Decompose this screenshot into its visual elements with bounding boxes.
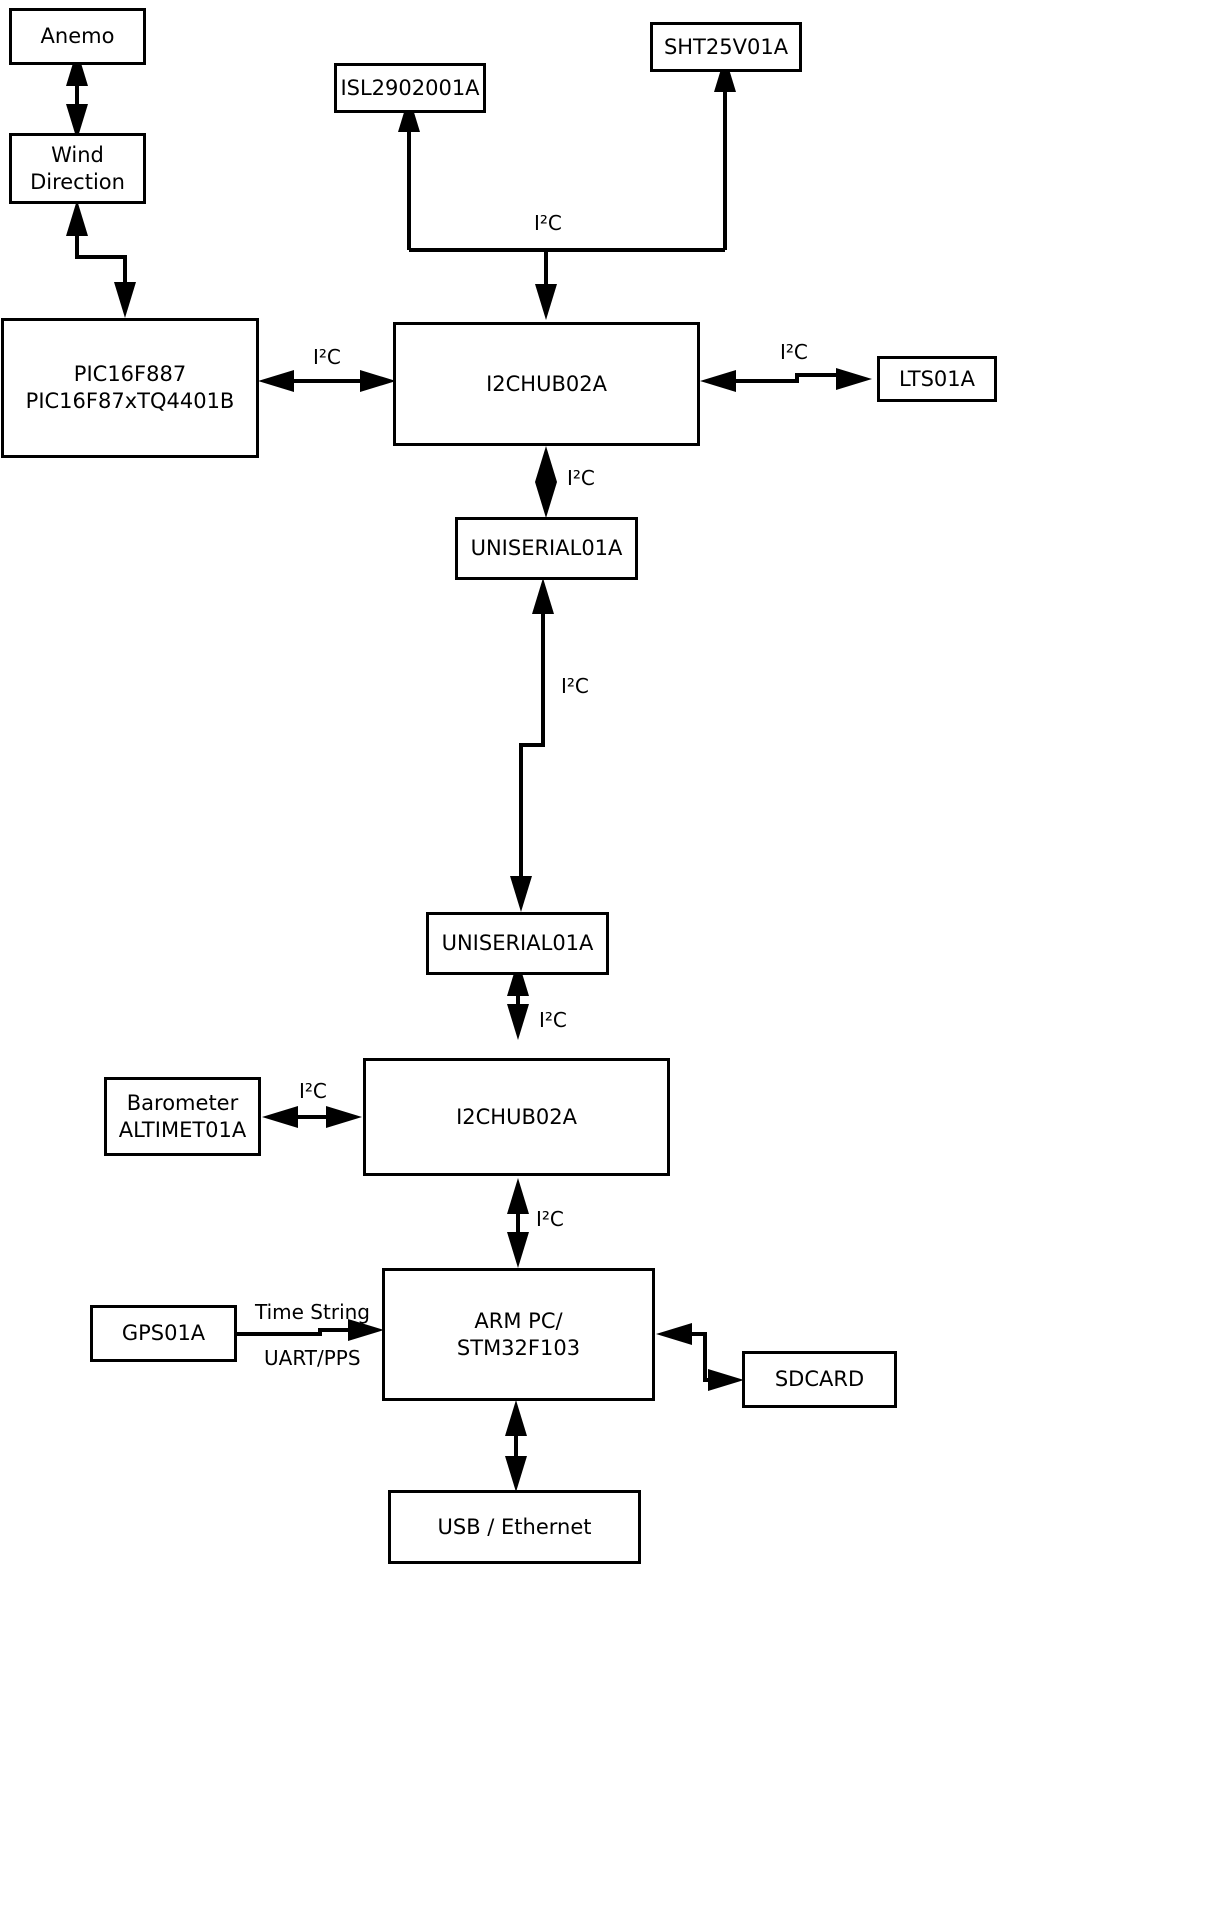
edge-label-gps-uart-pps-text: UART/PPS xyxy=(264,1346,361,1370)
node-i2chub02a-top-label: I2CHUB02A xyxy=(486,371,607,396)
node-gps01a-label: GPS01A xyxy=(121,1321,206,1346)
connector-pic-hub xyxy=(258,370,396,392)
node-barometer-altimet01a-label: Barometer ALTIMET01A xyxy=(118,1090,247,1142)
connector-arm-sdcard xyxy=(656,1323,744,1391)
node-pic-mcu-label: PIC16F887 PIC16F87xTQ4401B xyxy=(25,362,235,413)
edge-label-hub-uniserial-text: I²C xyxy=(567,466,595,490)
edge-label-hub-arm-text: I²C xyxy=(536,1207,564,1231)
node-pic-mcu[interactable]: PIC16F887 PIC16F87xTQ4401B xyxy=(1,318,259,458)
connector-hub-uniserial-top xyxy=(535,446,557,518)
node-anemo-label: Anemo xyxy=(40,24,115,49)
node-isl2902001a[interactable]: ISL2902001A xyxy=(334,63,486,113)
edge-label-hub-lts: I²C xyxy=(780,340,808,364)
edge-label-gps-time-string-text: Time String xyxy=(255,1300,370,1324)
edge-label-gps-time-string: Time String xyxy=(255,1300,370,1324)
edge-label-gps-uart-pps: UART/PPS xyxy=(264,1346,361,1370)
node-uniserial01a-bottom-label: UNISERIAL01A xyxy=(441,931,594,956)
node-sht25v01a[interactable]: SHT25V01A xyxy=(650,22,802,72)
edge-label-pic-hub: I²C xyxy=(313,345,341,369)
node-arm-pc[interactable]: ARM PC/ STM32F103 xyxy=(382,1268,655,1401)
connector-uniserial-link xyxy=(510,578,554,912)
node-gps01a[interactable]: GPS01A xyxy=(90,1305,237,1362)
connector-hub-arm xyxy=(507,1178,529,1268)
edge-label-hub-uniserial: I²C xyxy=(567,466,595,490)
edge-label-top-bus: I²C xyxy=(534,211,562,235)
edge-label-top-bus-text: I²C xyxy=(534,211,562,235)
edge-label-uniserial-link: I²C xyxy=(561,674,589,698)
node-sdcard[interactable]: SDCARD xyxy=(742,1351,897,1408)
node-isl2902001a-label: ISL2902001A xyxy=(340,75,480,100)
edge-label-pic-hub-text: I²C xyxy=(313,345,341,369)
connector-barometer-hub xyxy=(262,1106,362,1128)
node-usb-ethernet[interactable]: USB / Ethernet xyxy=(388,1490,641,1564)
edge-label-barometer-hub: I²C xyxy=(299,1079,327,1103)
node-i2chub02a-bottom[interactable]: I2CHUB02A xyxy=(363,1058,670,1176)
connector-arm-usb xyxy=(505,1400,527,1492)
node-usb-ethernet-label: USB / Ethernet xyxy=(437,1514,592,1539)
node-sht25v01a-label: SHT25V01A xyxy=(663,34,789,59)
node-uniserial01a-top[interactable]: UNISERIAL01A xyxy=(455,517,638,580)
node-sdcard-label: SDCARD xyxy=(774,1367,865,1392)
node-wind-direction-label: Wind Direction xyxy=(30,142,125,194)
connector-hub-lts xyxy=(700,368,872,392)
node-arm-pc-label: ARM PC/ STM32F103 xyxy=(456,1308,581,1360)
node-i2chub02a-top[interactable]: I2CHUB02A xyxy=(393,322,700,446)
node-uniserial01a-top-label: UNISERIAL01A xyxy=(470,536,623,561)
node-lts01a-label: LTS01A xyxy=(898,366,976,391)
edge-label-barometer-hub-text: I²C xyxy=(299,1079,327,1103)
edge-label-hub-arm: I²C xyxy=(536,1207,564,1231)
edge-label-uniserial-hub-bottom-text: I²C xyxy=(539,1008,567,1032)
connector-wind-pic xyxy=(66,200,136,318)
node-anemo[interactable]: Anemo xyxy=(9,8,146,65)
node-i2chub02a-bottom-label: I2CHUB02A xyxy=(456,1104,577,1129)
edge-label-uniserial-hub-bottom: I²C xyxy=(539,1008,567,1032)
edge-label-uniserial-link-text: I²C xyxy=(561,674,589,698)
edge-label-hub-lts-text: I²C xyxy=(780,340,808,364)
node-wind-direction[interactable]: Wind Direction xyxy=(9,133,146,204)
node-uniserial01a-bottom[interactable]: UNISERIAL01A xyxy=(426,912,609,975)
node-barometer-altimet01a[interactable]: Barometer ALTIMET01A xyxy=(104,1077,261,1156)
node-lts01a[interactable]: LTS01A xyxy=(877,356,997,402)
